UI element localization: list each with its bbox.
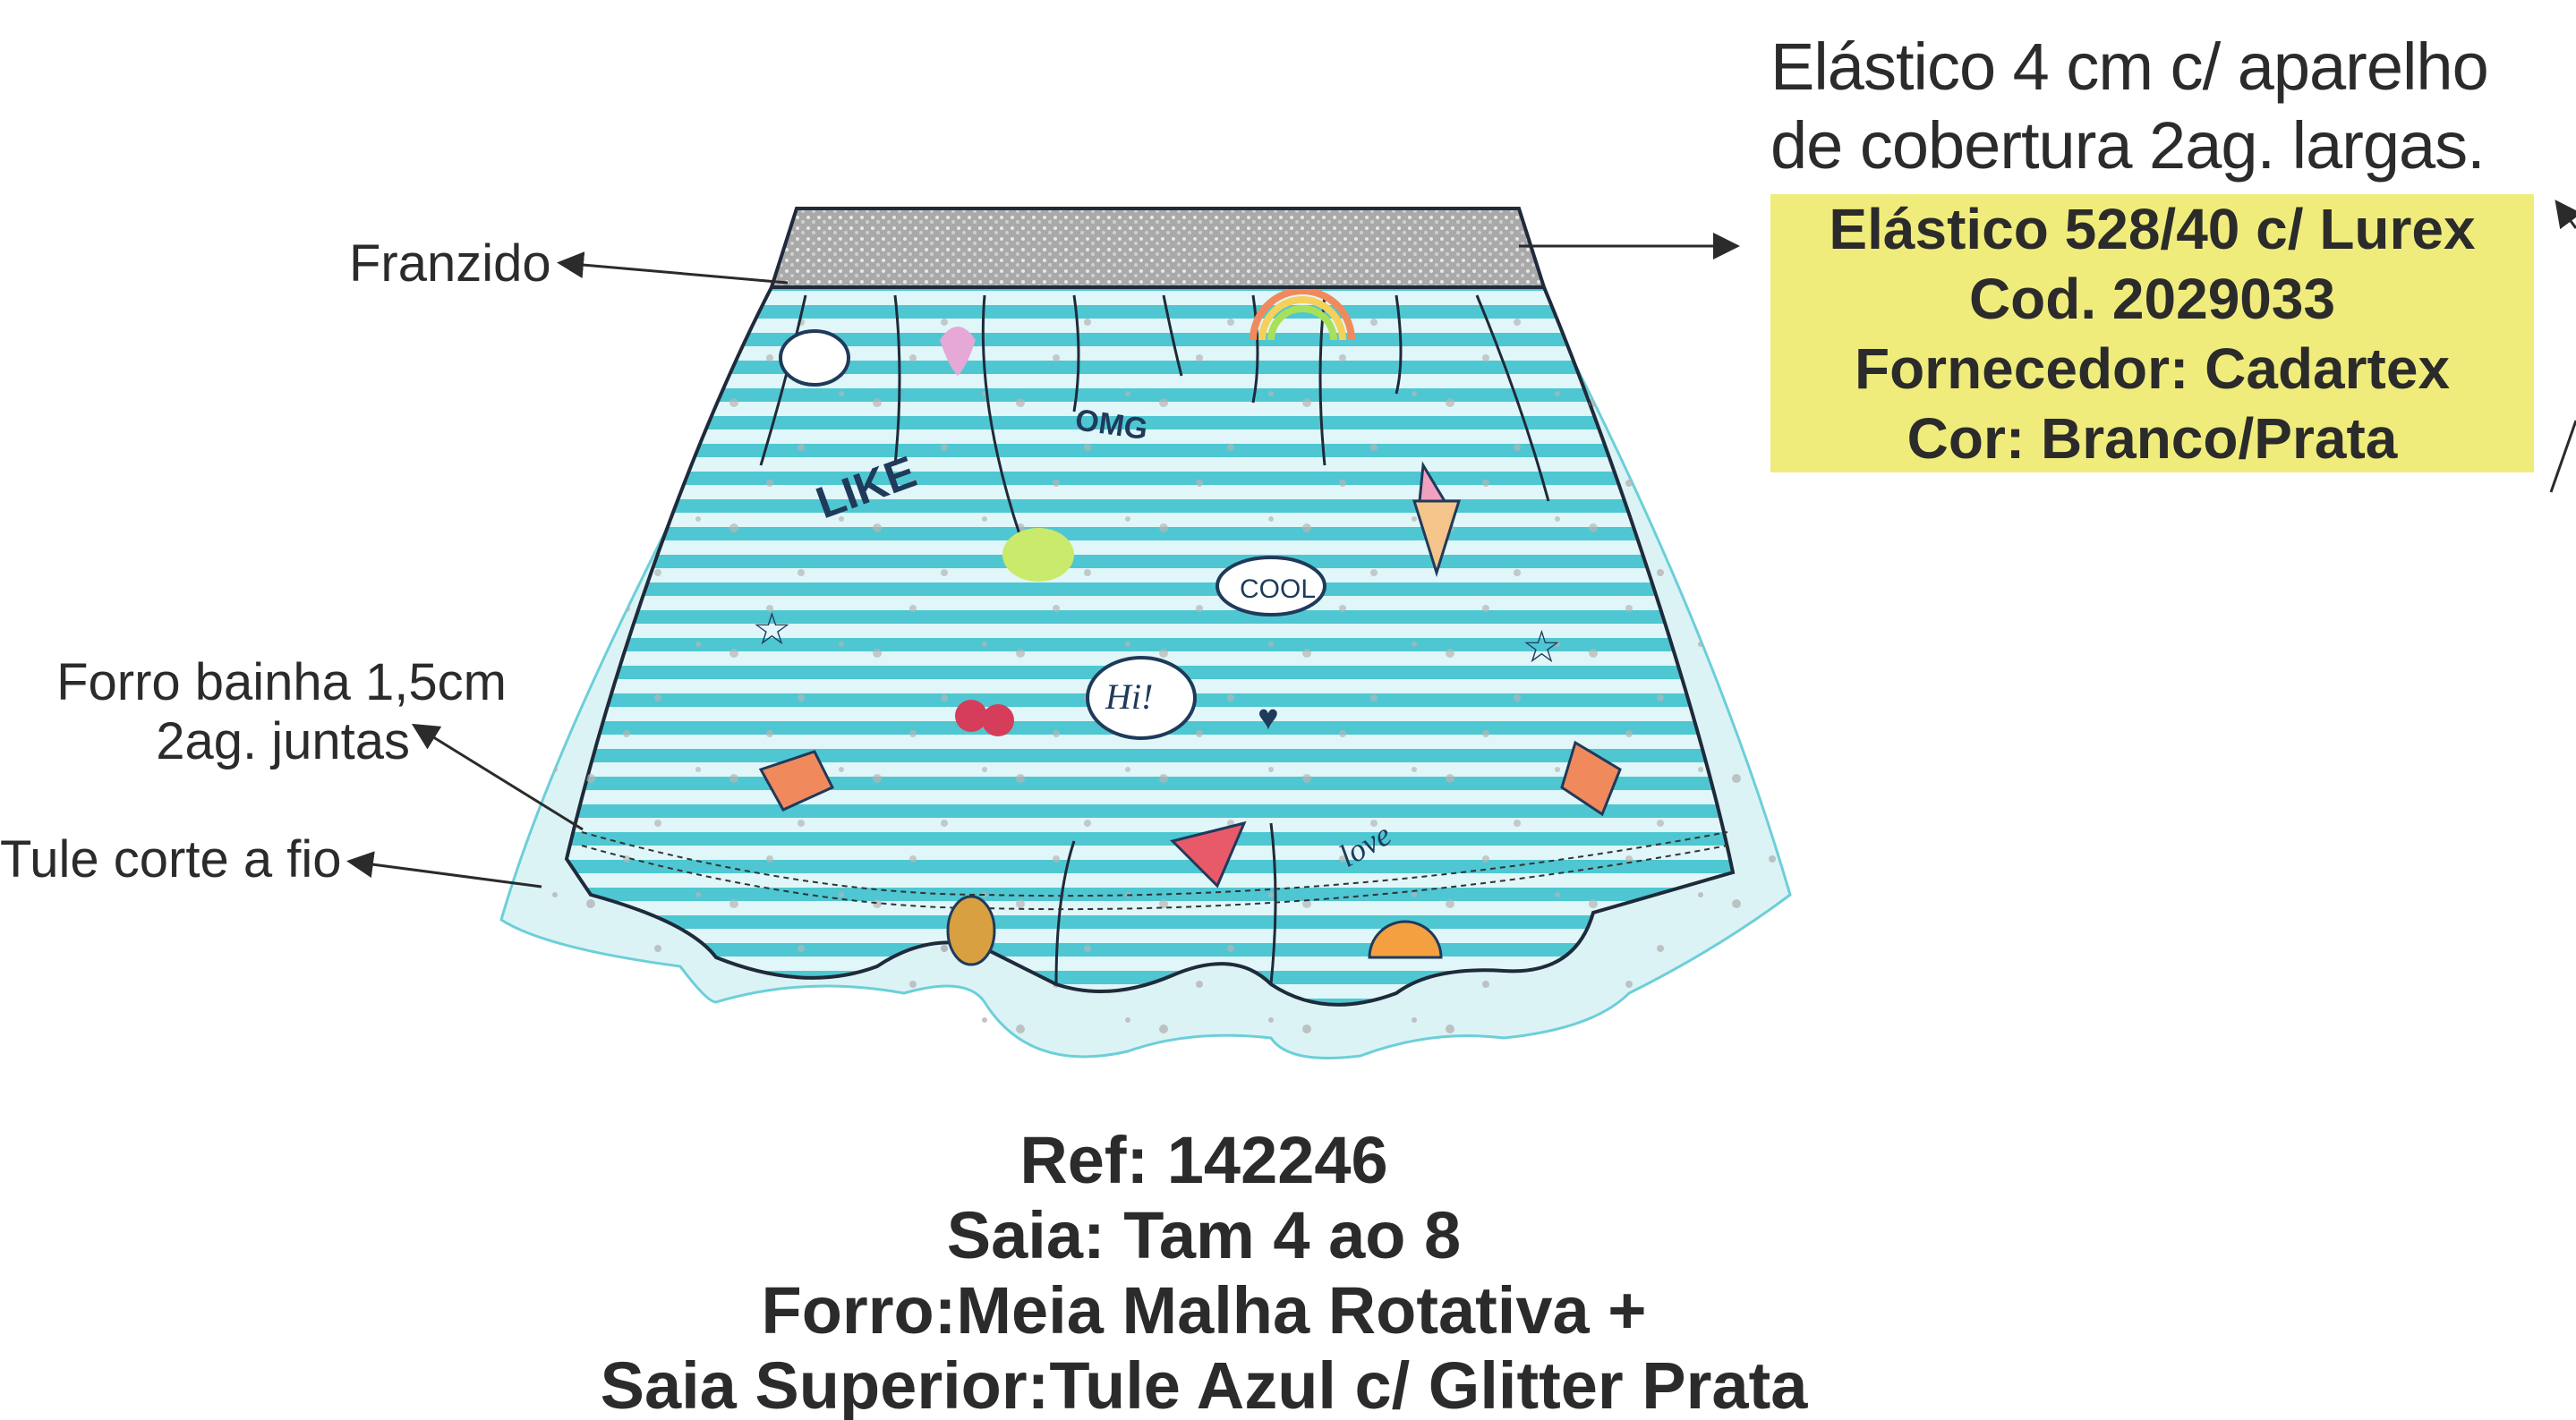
spec-line-2: Cod. 2029033 <box>1968 266 2336 331</box>
offscreen-line <box>2549 420 2576 493</box>
footer-size: Saia: Tam 4 ao 8 <box>946 1198 1462 1272</box>
spec-line-4: Cor: Branco/Prata <box>1906 405 2398 471</box>
svg-text:COOL: COOL <box>1240 574 1316 604</box>
label-forro-line2: 2ag. juntas <box>156 712 410 770</box>
hem-stitching <box>581 831 1728 897</box>
gather-lines <box>759 294 1550 985</box>
footer-overskirt: Saia Superior:Tule Azul c/ Glitter Prata <box>600 1348 1808 1420</box>
forro-arrow <box>411 723 584 831</box>
label-franzido: Franzido <box>349 234 551 293</box>
label-tule: Tule corte a fio <box>0 830 342 889</box>
tule-arrow <box>346 851 542 889</box>
product-footer: Ref: 142246 Saia: Tam 4 ao 8 Forro:Meia … <box>0 1123 2408 1420</box>
elastic-waistband <box>769 207 1547 289</box>
skirt-glitter <box>567 287 1733 993</box>
label-forro-line1: Forro bainha 1,5cm <box>56 653 507 711</box>
spec-line-3: Fornecedor: Cadartex <box>1854 336 2451 401</box>
footer-lining: Forro:Meia Malha Rotativa + <box>761 1273 1647 1348</box>
offscreen-arrow-1 <box>2555 200 2576 230</box>
svg-text:♥: ♥ <box>1258 698 1279 737</box>
svg-text:Hi!: Hi! <box>1105 676 1153 717</box>
elastic-spec-box: Elástico 528/40 c/ Lurex Cod. 2029033 Fo… <box>1770 194 2534 472</box>
callout-arrows <box>346 200 2576 889</box>
svg-text:☆: ☆ <box>752 604 792 654</box>
footer-ref: Ref: 142246 <box>1019 1123 1388 1197</box>
elastic-note-line2: de cobertura 2ag. largas. <box>1770 108 2486 183</box>
elastic-note-line1: Elástico 4 cm c/ aparelho <box>1770 30 2489 104</box>
hem-stitching-2 <box>581 845 1728 911</box>
franzido-arrow <box>557 251 789 285</box>
spec-line-1: Elástico 528/40 c/ Lurex <box>1829 196 2476 261</box>
svg-text:☆: ☆ <box>1522 622 1562 672</box>
